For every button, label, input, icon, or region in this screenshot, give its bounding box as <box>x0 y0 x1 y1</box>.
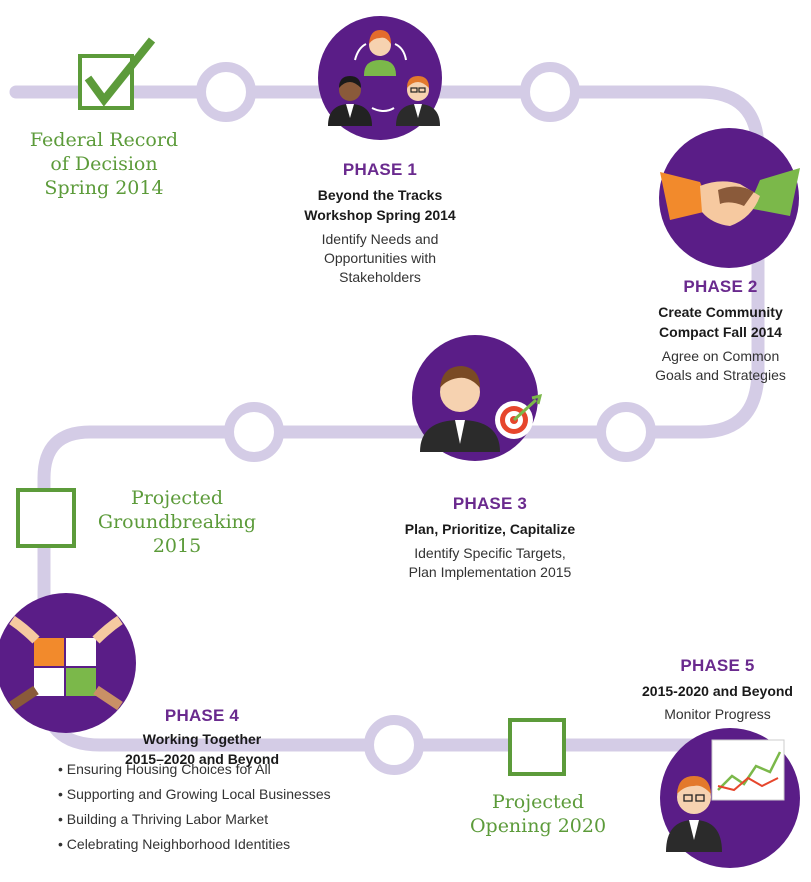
phase-subtitle: Compact Fall 2014 <box>659 324 782 340</box>
empty-box-icon <box>508 718 566 776</box>
milestone-line: Opening 2020 <box>469 815 607 837</box>
phase-title: PHASE 4 <box>164 706 240 725</box>
phase-subtitle: Workshop Spring 2014 <box>304 207 456 223</box>
phase-description: Identify Specific Targets, <box>414 545 566 561</box>
phase-description: Identify Needs and <box>321 231 439 247</box>
phase-subtitle: Working Together <box>142 731 262 747</box>
path-node <box>596 402 656 462</box>
milestone-record-of-decision: Federal Record of Decision Spring 2014 <box>14 128 194 200</box>
bullet-item: Supporting and Growing Local Businesses <box>58 782 331 807</box>
phase-description: Plan Implementation 2015 <box>408 564 572 580</box>
phase-description: Monitor Progress <box>664 706 771 722</box>
chart-presenter-icon <box>660 728 800 868</box>
path-node <box>364 715 424 775</box>
milestone-line: Projected <box>130 487 224 509</box>
milestone-line: 2015 <box>152 535 202 557</box>
milestone-line: Federal Record <box>29 129 179 151</box>
milestone-groundbreaking: Projected Groundbreaking 2015 <box>82 486 272 558</box>
target-icon <box>412 335 543 461</box>
bullet-item: Celebrating Neighborhood Identities <box>58 832 331 857</box>
phase-title: PHASE 3 <box>452 494 528 513</box>
checked-box-icon <box>78 37 156 110</box>
phase-title: PHASE 2 <box>683 277 758 296</box>
milestone-line: Spring 2014 <box>44 177 164 199</box>
phase-title: PHASE 1 <box>342 160 418 179</box>
phase-description: Opportunities with <box>323 250 437 266</box>
path-node <box>224 402 284 462</box>
phase-4-bullets: Ensuring Housing Choices for All Support… <box>58 757 331 857</box>
milestone-line: Groundbreaking <box>97 511 257 533</box>
path-node <box>520 62 580 122</box>
phase-subtitle: 2015-2020 and Beyond <box>642 683 793 699</box>
phase-description: Agree on Common <box>661 348 780 364</box>
milestone-line: Projected <box>491 791 585 813</box>
phase-description: Goals and Strategies <box>655 367 786 383</box>
phase-5-block: PHASE 5 2015-2020 and Beyond Monitor Pro… <box>624 656 811 724</box>
bullet-item: Building a Thriving Labor Market <box>58 807 331 832</box>
puzzle-icon <box>0 593 136 733</box>
phase-1-block: PHASE 1 Beyond the Tracks Workshop Sprin… <box>278 160 482 287</box>
milestone-line: of Decision <box>50 153 158 175</box>
milestone-opening: Projected Opening 2020 <box>468 790 608 838</box>
phase-subtitle: Create Community <box>658 304 783 320</box>
stakeholders-icon <box>318 16 442 140</box>
phase-subtitle: Beyond the Tracks <box>317 187 443 203</box>
path-node <box>196 62 256 122</box>
bullet-item: Ensuring Housing Choices for All <box>58 757 331 782</box>
phase-subtitle: Plan, Prioritize, Capitalize <box>404 521 576 537</box>
phase-2-block: PHASE 2 Create Community Compact Fall 20… <box>630 277 811 385</box>
phase-title: PHASE 5 <box>680 656 755 675</box>
handshake-icon <box>659 128 800 268</box>
empty-box-icon <box>16 488 76 548</box>
phase-description: Stakeholders <box>339 269 421 285</box>
phase-3-block: PHASE 3 Plan, Prioritize, Capitalize Ide… <box>370 494 610 582</box>
